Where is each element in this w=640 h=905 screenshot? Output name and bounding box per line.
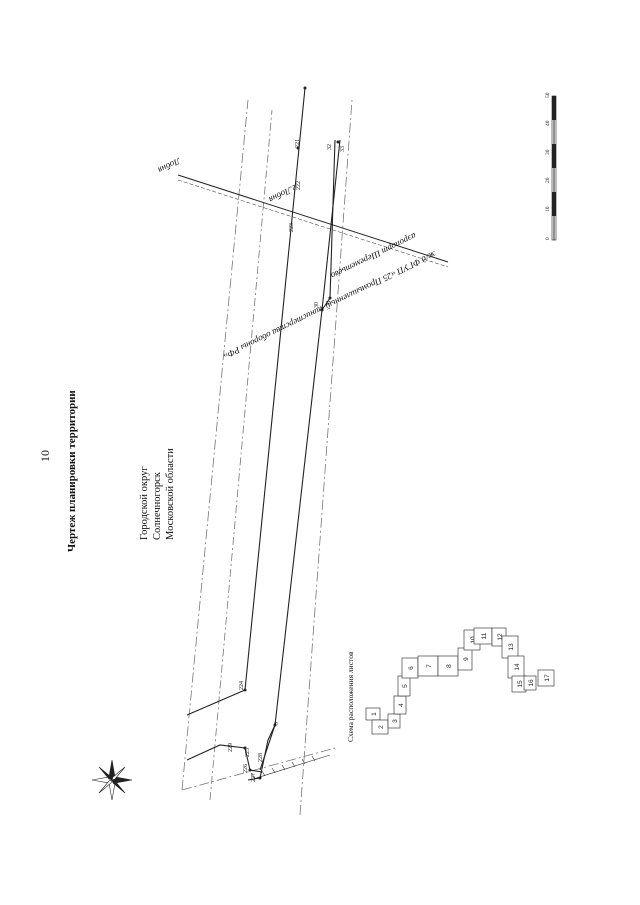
red-lines [186, 87, 341, 781]
point-label: 32 [327, 144, 333, 150]
hatched-edge [249, 754, 331, 781]
svg-text:15: 15 [517, 680, 524, 688]
sheet-cell: 13 [501, 635, 519, 659]
svg-text:16: 16 [528, 679, 535, 687]
corridor-boundaries [181, 99, 353, 816]
sheet-cell: 14 [507, 655, 525, 679]
scale-tick: 0 [545, 237, 551, 240]
outer-boundary-left [181, 99, 249, 791]
sheet-cell: 4 [393, 695, 407, 715]
point-label: 225 [245, 748, 251, 757]
point-markers [243, 86, 340, 780]
sheet-cell: 16 [523, 675, 537, 691]
scale-tick: 30 [545, 149, 551, 155]
red-line-right [259, 139, 341, 771]
point-label: 229 [228, 743, 234, 752]
point-label: 222 [296, 181, 302, 190]
inner-boundary [209, 109, 273, 801]
sheet-cell: 17 [537, 669, 555, 687]
railway-crossing [177, 174, 449, 268]
sheet-cell: 9 [457, 647, 473, 671]
page-number: 10 [38, 450, 52, 462]
branch-lower [247, 724, 276, 781]
svg-text:7: 7 [426, 664, 433, 668]
sheet-cell: 5 [397, 675, 411, 697]
point-labels: 221 222 223 224 225 226 227 228 229 30 3… [228, 139, 346, 782]
svg-text:11: 11 [481, 632, 488, 639]
scale-tick: 10 [545, 206, 551, 212]
sheet-cell: 6 [401, 657, 419, 679]
outer-boundary-right [299, 99, 353, 816]
svg-text:3: 3 [392, 719, 399, 723]
location-block: Городской округ Солнечногорск Московской… [138, 448, 177, 540]
point-label: 33 [340, 146, 346, 152]
sheet-title: Чертеж планировки территории [66, 390, 78, 552]
sheet-cell: 7 [417, 655, 439, 677]
sheet-cell: 1 [365, 707, 381, 721]
svg-text:14: 14 [514, 663, 521, 671]
point-label: 30 [314, 302, 320, 308]
svg-text:12: 12 [497, 633, 504, 641]
point-label: 224 [239, 681, 245, 690]
svg-text:4: 4 [398, 703, 405, 707]
sheet-cell: 8 [437, 655, 459, 677]
sheet-cell: 11 [473, 627, 493, 645]
svg-text:9: 9 [463, 657, 470, 661]
location-line: Солнечногорск [152, 472, 163, 540]
svg-text:13: 13 [508, 643, 515, 651]
svg-text:6: 6 [408, 666, 415, 670]
compass-rose-icon [91, 759, 133, 801]
point-label: 228 [258, 753, 264, 762]
point-label: 3 [274, 722, 280, 725]
point-label: 223 [289, 223, 295, 232]
scale-tick: 20 [545, 177, 551, 183]
sheet-scheme-title: Схема расположения листов [346, 651, 355, 743]
railway-line [177, 174, 449, 263]
point-label: 227 [251, 773, 257, 782]
svg-text:17: 17 [544, 674, 551, 682]
svg-text:2: 2 [378, 725, 385, 729]
location-line: Московской области [165, 448, 176, 540]
svg-text:10: 10 [470, 636, 477, 644]
svg-text:1: 1 [371, 712, 378, 716]
point-label: 31 [326, 300, 332, 306]
svg-text:8: 8 [446, 664, 453, 668]
railway-line-2 [177, 179, 449, 268]
point-label: 221 [295, 139, 301, 148]
scale-tick: 50 [545, 92, 551, 98]
location-line: Городской округ [139, 466, 150, 540]
point-label: 226 [243, 764, 249, 773]
sheet-scheme: 1 2 3 4 5 6 7 8 9 10 11 12 13 14 15 16 1… [365, 627, 555, 735]
sheet-cell: 3 [387, 713, 401, 729]
scale-bar: 0 10 20 30 40 50 [545, 92, 557, 241]
svg-text:5: 5 [402, 684, 409, 688]
sheet-cell: 2 [371, 719, 389, 735]
boundary-bottom [181, 747, 336, 791]
scale-tick: 40 [545, 120, 551, 126]
